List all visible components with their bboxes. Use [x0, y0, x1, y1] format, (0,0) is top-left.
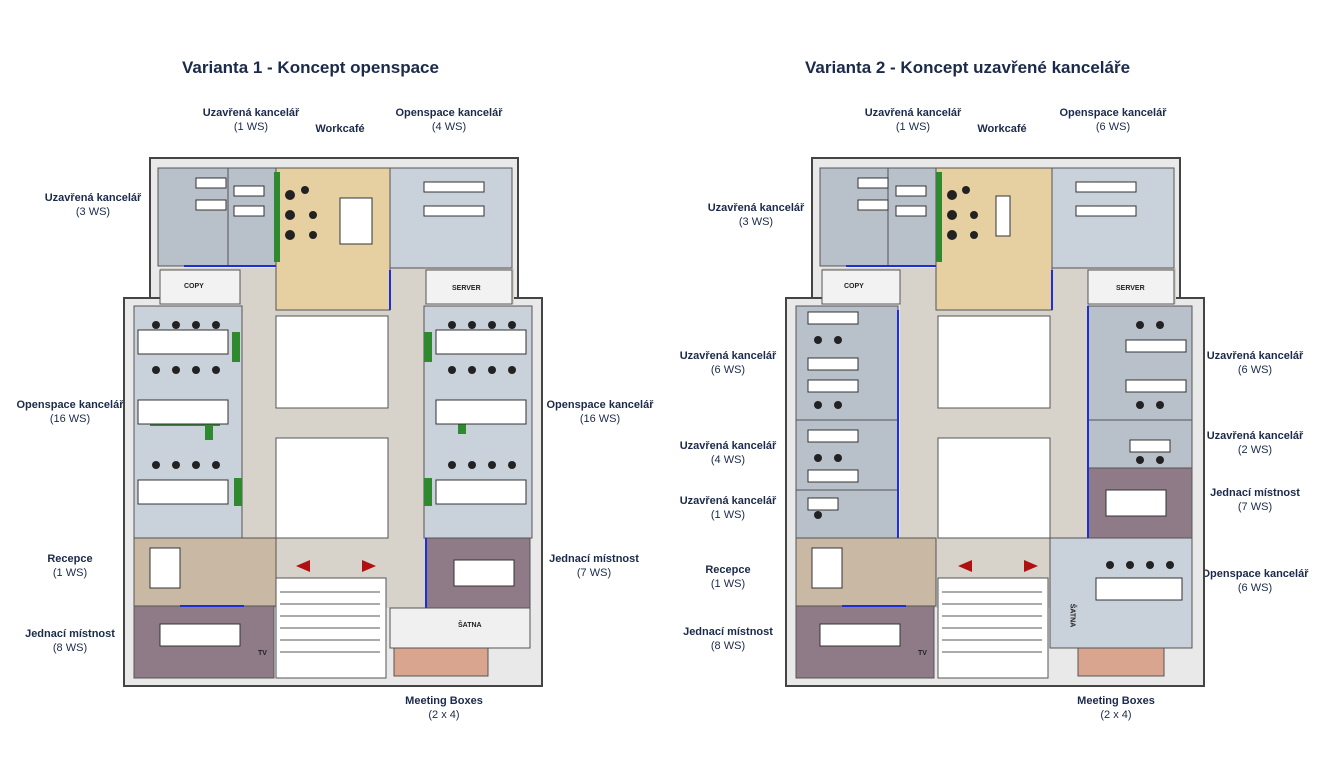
plan1-label-uzavrena-3ws: Uzavřená kancelář(3 WS) [44, 192, 142, 218]
plan1-copy-room [159, 269, 241, 305]
plan1-wc-block [275, 315, 389, 409]
plan1-label-openspace-4ws: Openspace kancelář(4 WS) [395, 107, 503, 133]
plan2-title: Varianta 2 - Koncept uzavřené kanceláře [805, 58, 1131, 77]
plan1-tag-server: SERVER [452, 285, 481, 292]
plan2-label-uzavrena-3ws: Uzavřená kancelář(3 WS) [707, 202, 805, 228]
plan2-label-jednaci-8ws: Jednací místnost(8 WS) [683, 626, 773, 652]
plan2-tag-server: SERVER [1116, 285, 1145, 292]
plan1-label-jednaci-7ws: Jednací místnost(7 WS) [549, 553, 639, 579]
plan2-label-openspace-6ws: Openspace kancelář(6 WS) [1201, 568, 1309, 594]
plan2-office-1ws [887, 167, 937, 267]
plan2-copy-room [821, 269, 901, 305]
plan1-label-openspace-16ws-right: Openspace kancelář(16 WS) [546, 399, 654, 425]
plan1-server-room [425, 269, 513, 305]
plan2-label-uzavrena-4ws: Uzavřená kancelář(4 WS) [679, 440, 777, 466]
plan1-label-meeting-boxes: Meeting Boxes(2 x 4) [405, 695, 483, 721]
plan1-label-workcafe: Workcafé [315, 123, 365, 135]
plan1-tag-tv: TV [258, 650, 267, 657]
plan2-label-openspace-6ws-top: Openspace kancelář(6 WS) [1059, 107, 1167, 133]
plan2-label-meeting-boxes: Meeting Boxes(2 x 4) [1077, 695, 1155, 721]
plan2-label-uzavrena-1ws: Uzavřená kancelář(1 WS) [864, 107, 962, 133]
plan2-core [937, 437, 1051, 539]
plan2-label-uzavrena-2ws: Uzavřená kancelář(2 WS) [1206, 430, 1304, 456]
plan1-label-jednaci-8ws: Jednací místnost(8 WS) [25, 628, 115, 654]
plan2-wc-block [937, 315, 1051, 409]
plan1-label-recepce: Recepce(1 WS) [47, 553, 93, 579]
plan1-tag-satna: ŠATNA [458, 622, 482, 629]
plan2-label-uzavrena-1ws-left: Uzavřená kancelář(1 WS) [679, 495, 777, 521]
plan2-tag-satna: ŠATNA [1068, 603, 1076, 628]
plan2-tag-copy: COPY [844, 283, 864, 290]
plan1-meeting-boxes [393, 647, 489, 677]
plan2-office-1ws-left [795, 489, 899, 539]
plan1-satna [389, 607, 531, 649]
plan2-tag-tv: TV [918, 650, 927, 657]
plan1-title: Varianta 1 - Koncept openspace [182, 58, 439, 77]
plan1-office-1ws [227, 167, 277, 267]
plan1-label-uzavrena-1ws: Uzavřená kancelář(1 WS) [202, 107, 300, 133]
plan2-label-workcafe: Workcafé [977, 123, 1027, 135]
plan1-core [275, 437, 389, 539]
plan2-label-recepce: Recepce(1 WS) [705, 564, 751, 590]
plan2-server-room [1087, 269, 1175, 305]
plan2-label-jednaci-7ws: Jednací místnost(7 WS) [1210, 487, 1300, 513]
plan2-label-uzavrena-6ws-right: Uzavřená kancelář(6 WS) [1206, 350, 1304, 376]
plan1-label-openspace-16ws-left: Openspace kancelář(16 WS) [16, 399, 124, 425]
plan1-tag-copy: COPY [184, 283, 204, 290]
plan2-meeting-boxes [1077, 647, 1165, 677]
plan2-label-uzavrena-6ws-left: Uzavřená kancelář(6 WS) [679, 350, 777, 376]
